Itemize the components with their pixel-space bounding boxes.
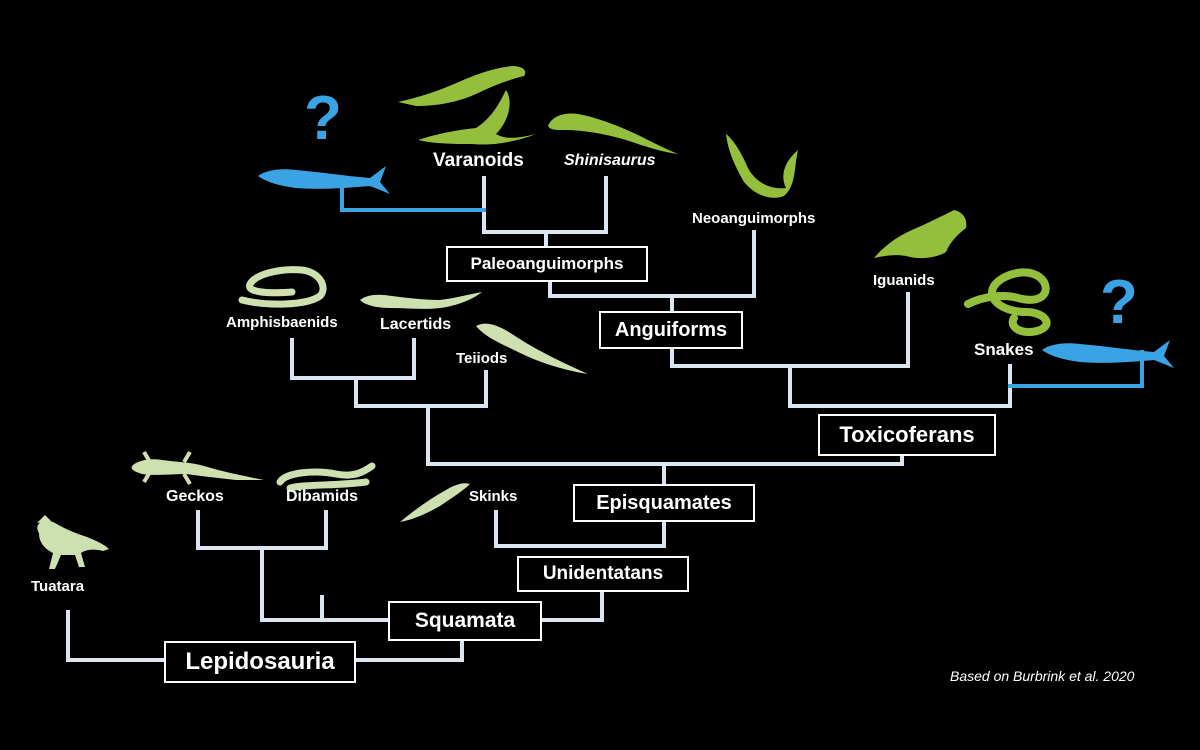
branch-amphisbaenids-lacertids bbox=[290, 338, 416, 380]
label-skinks: Skinks bbox=[469, 488, 518, 505]
dibamid-icon bbox=[276, 462, 376, 492]
branch-unidentatans bbox=[494, 510, 666, 548]
label-varanoids: Varanoids bbox=[433, 150, 524, 171]
branch-anguiforms-to-tox bbox=[670, 292, 910, 368]
crocodile-lizard-icon bbox=[548, 113, 678, 154]
monitor-lizard-icon bbox=[398, 66, 536, 145]
neoanguimorph-lizard-icon bbox=[726, 134, 798, 198]
branch-paleoanguimorphs bbox=[482, 176, 608, 250]
lacertid-icon bbox=[360, 292, 482, 309]
teiid-icon bbox=[476, 323, 588, 374]
clade-paleoanguimorphs: Paleoanguimorphs bbox=[446, 246, 648, 282]
branch-anguiforms bbox=[548, 230, 756, 314]
question-mark-extinct-anguimorph: ? bbox=[304, 84, 342, 153]
mosasaur-icon bbox=[258, 166, 390, 194]
clade-episquamates: Episquamates bbox=[573, 484, 755, 522]
clade-anguiforms: Anguiforms bbox=[599, 311, 743, 349]
amphisbaenid-icon bbox=[238, 266, 327, 308]
label-iguanids: Iguanids bbox=[873, 272, 935, 289]
tuatara-icon bbox=[37, 515, 109, 569]
branch-extinct-snake bbox=[1008, 350, 1144, 388]
label-teiiods: Teiiods bbox=[456, 350, 508, 367]
skink-icon bbox=[400, 483, 470, 522]
branch-toxicoferans bbox=[788, 364, 1012, 408]
label-snakes: Snakes bbox=[974, 340, 1034, 359]
label-geckos: Geckos bbox=[166, 488, 224, 505]
label-tuatara: Tuatara bbox=[31, 578, 85, 595]
gecko-icon bbox=[131, 450, 264, 486]
source-credit: Based on Burbrink et al. 2020 bbox=[950, 668, 1135, 684]
branch-geckos-dibamids bbox=[196, 510, 328, 550]
label-lacertids: Lacertids bbox=[380, 316, 452, 333]
clade-toxicoferans: Toxicoferans bbox=[818, 414, 996, 456]
label-dibamids: Dibamids bbox=[286, 488, 359, 505]
clade-lepidosauria: Lepidosauria bbox=[164, 641, 356, 683]
question-mark-extinct-snake: ? bbox=[1100, 268, 1138, 337]
branch-lacertoids bbox=[354, 370, 488, 408]
clade-unidentatans: Unidentatans bbox=[517, 556, 689, 592]
mosasaur-icon bbox=[1042, 340, 1174, 368]
label-amphisbaenids: Amphisbaenids bbox=[226, 314, 338, 331]
branch-episquamates bbox=[426, 404, 904, 488]
snake-icon bbox=[964, 268, 1051, 337]
clade-squamata: Squamata bbox=[388, 601, 542, 641]
iguana-icon bbox=[874, 210, 967, 259]
label-neoanguimorphs: Neoanguimorphs bbox=[692, 210, 816, 227]
label-shinisaurus: Shinisaurus bbox=[564, 152, 656, 169]
branch-extinct-anguimorph bbox=[340, 178, 486, 212]
